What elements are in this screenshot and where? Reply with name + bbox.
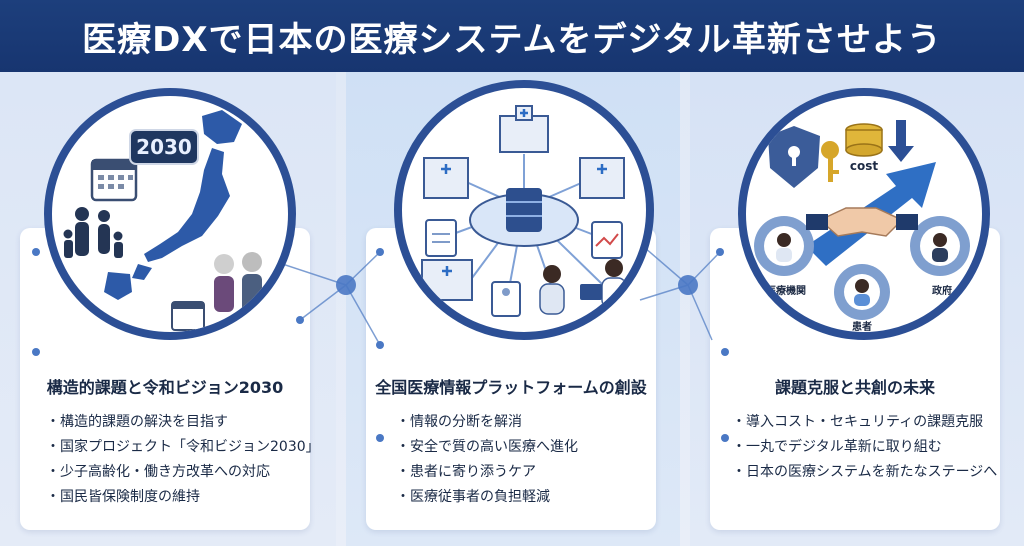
hospital-icon (579, 157, 625, 199)
key-icon (821, 141, 839, 182)
gear-government-icon (910, 216, 970, 276)
clock-2030-label: 2030 (136, 135, 192, 159)
card-left-title: 構造的課題と令和ビジョン2030 (46, 378, 284, 397)
list-item: 情報の分断を解消 (396, 410, 578, 435)
calendar-icon (90, 158, 138, 202)
circle-left: 2030 (44, 88, 296, 340)
gear-patient-icon (834, 264, 890, 320)
card-middle-title: 全国医療情報プラットフォームの創設 (375, 378, 647, 397)
clipboard-chart-icon (591, 221, 623, 259)
digital-clock-icon: 2030 (129, 129, 199, 165)
list-item: 医療従事者の負担軽減 (396, 485, 578, 510)
gear-medical-icon (754, 216, 814, 276)
hospital-icon (423, 157, 469, 199)
list-item: 日本の医療システムを新たなステージへ (732, 460, 997, 485)
nurse-icon (539, 265, 565, 315)
circle-middle (394, 80, 654, 340)
page-title: 医療DXで日本の医療システムをデジタル革新させよう (82, 19, 942, 60)
list-item: 一丸でデジタル革新に取り組む (732, 435, 997, 460)
government-label: 政府 (932, 284, 952, 297)
sparkle-icon (968, 494, 1000, 526)
cost-label: cost (850, 159, 879, 173)
list-item: 構造的課題の解決を目指す (46, 410, 320, 435)
medical-institution-label: 医療機関 (766, 284, 806, 297)
list-item: 国民皆保険制度の維持 (46, 485, 320, 510)
medical-record-icon (425, 219, 457, 257)
card-middle-list: 情報の分断を解消 安全で質の高い医療へ進化 患者に寄り添うケア 医療従事者の負担… (396, 410, 578, 510)
list-item: 患者に寄り添うケア (396, 460, 578, 485)
list-item: 安全で質の高い医療へ進化 (396, 435, 578, 460)
cloud-database-icon (469, 188, 579, 247)
card-left-list: 構造的課題の解決を目指す 国家プロジェクト「令和ビジョン2030」 少子高齢化・… (46, 410, 320, 510)
hospital-icon (421, 259, 473, 301)
elderly-couple-icon (214, 252, 272, 321)
card-right-title: 課題克服と共創の未来 (774, 378, 935, 397)
shield-lock-icon (768, 126, 820, 188)
hospital-icon (499, 105, 549, 153)
circle-right: cost 医療機関 政府 患者 (738, 88, 990, 340)
family-icon (63, 207, 123, 258)
patient-chart-icon (491, 281, 521, 317)
list-item: 国家プロジェクト「令和ビジョン2030」 (46, 435, 320, 460)
list-item: 少子高齢化・働き方改革への対応 (46, 460, 320, 485)
patient-label: 患者 (852, 320, 872, 332)
japan-map-icon (104, 110, 242, 300)
list-item: 導入コスト・セキュリティの課題克服 (732, 410, 997, 435)
handshake-icon (806, 207, 918, 237)
coin-stack-icon (845, 123, 883, 157)
calendar-small-icon (171, 301, 205, 331)
cost-down-arrow-icon (888, 120, 914, 162)
title-bar: 医療DXで日本の医療システムをデジタル革新させよう (0, 0, 1024, 72)
card-right-list: 導入コスト・セキュリティの課題克服 一丸でデジタル革新に取り組む 日本の医療シス… (732, 410, 997, 485)
